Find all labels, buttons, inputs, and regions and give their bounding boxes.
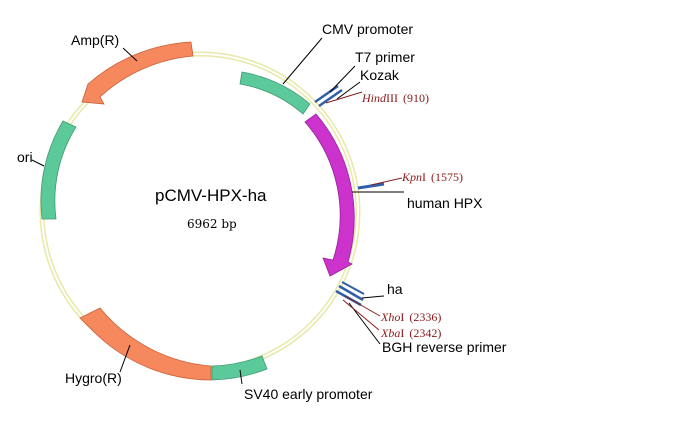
plasmid-size: 6962 bp: [187, 217, 237, 231]
leader-kpni: [370, 177, 403, 186]
leader-amp: [122, 47, 138, 62]
label-hygro: Hygro(R): [65, 370, 122, 386]
leader-t7: [329, 65, 356, 93]
marker-ha-bgh: [335, 281, 365, 307]
label-cmv-promoter: CMV promoter: [322, 21, 413, 37]
label-ori: ori: [17, 149, 33, 165]
label-bgh-primer: BGH reverse primer: [382, 339, 507, 355]
feature-ori: [40, 120, 77, 220]
leader-sv40: [239, 369, 243, 385]
label-t7-primer: T7 primer: [355, 49, 415, 65]
leader-xbai: [342, 299, 380, 331]
feature-cmv-promoter: [239, 71, 311, 115]
leader-ha: [361, 295, 385, 299]
feature-sv40-promoter: [211, 355, 268, 381]
leader-cmv: [282, 37, 323, 85]
leader-kozak: [336, 81, 361, 100]
leader-hindiii: [325, 91, 363, 104]
plasmid-name: pCMV-HPX-ha: [155, 186, 267, 205]
label-ha: ha: [387, 281, 403, 297]
leader-xhoi: [344, 295, 381, 317]
marker-kpni: [357, 182, 385, 190]
site-xhoi: XhoI (2336): [380, 310, 441, 324]
label-human-hpx: human HPX: [407, 195, 483, 211]
label-sv40-promoter: SV40 early promoter: [244, 386, 373, 402]
leader-ori: [31, 159, 45, 167]
site-leader-lines: [325, 91, 403, 331]
feature-hygro: [79, 307, 212, 381]
feature-human-hpx: [304, 113, 355, 277]
site-hindiii: HindIII (910): [361, 91, 429, 105]
label-amp: Amp(R): [71, 32, 119, 48]
leader-hygro: [119, 344, 131, 373]
site-xbai: XbaI (2342): [380, 326, 441, 340]
feature-amp: [81, 41, 194, 105]
marker-t7-kozak: [314, 84, 343, 108]
label-kozak: Kozak: [360, 67, 400, 83]
site-kpni: KpnI (1575): [401, 170, 463, 184]
